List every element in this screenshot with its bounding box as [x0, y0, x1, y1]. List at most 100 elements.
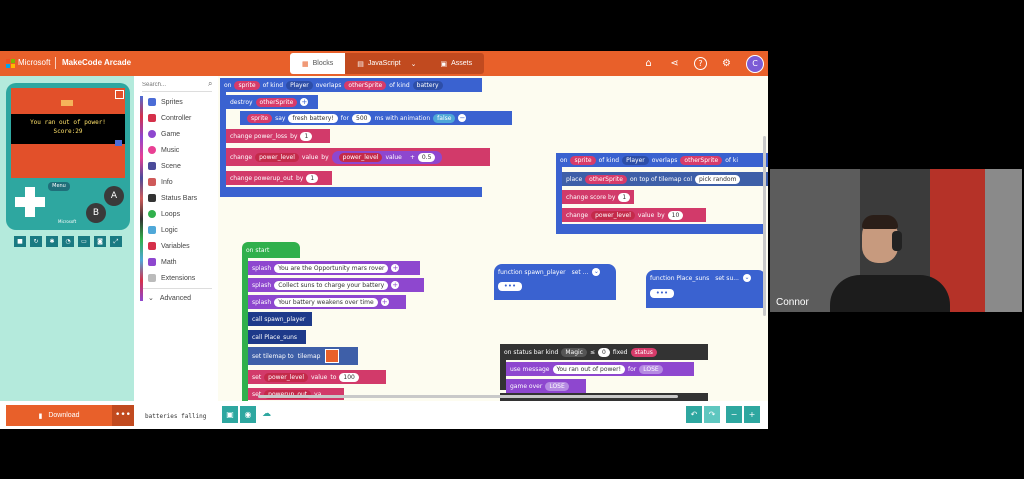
folder-icon: ▣: [440, 60, 448, 68]
game-console: You ran out of power! Score:29 Menu A B …: [6, 83, 130, 230]
avatar[interactable]: C: [746, 55, 764, 73]
on-overlap-block-2[interactable]: on sprite of kind Player overlaps otherS…: [556, 153, 768, 167]
a-button[interactable]: A: [104, 186, 124, 206]
project-name-input[interactable]: [145, 410, 217, 422]
add-icon[interactable]: +: [380, 298, 389, 306]
say-block[interactable]: sprite say fresh battery! for 500 ms wit…: [240, 111, 512, 125]
zoom-in-icon[interactable]: +: [744, 406, 760, 423]
footer-bar: ▮ Download ••• ▣ ◉ ☁ ↶ ↷ − +: [0, 401, 768, 429]
restart-icon[interactable]: ↻: [30, 236, 42, 247]
change-power-level-block-2[interactable]: change power_level value by 10: [562, 208, 706, 222]
screenshot-icon[interactable]: ◙: [94, 236, 106, 247]
splash-block-3[interactable]: splash Your battery weakens over time +: [248, 295, 406, 309]
blocks-icon: ▦: [302, 60, 309, 68]
gear-icon[interactable]: ⚙: [722, 58, 731, 69]
slowmo-icon[interactable]: ◔: [62, 236, 74, 247]
home-icon[interactable]: ⌂: [645, 58, 652, 69]
function-place-suns-block[interactable]: function Place_suns set su... ⌄: [646, 270, 766, 286]
vertical-scrollbar[interactable]: [763, 136, 766, 316]
menu-button[interactable]: Menu: [48, 182, 70, 191]
destroy-block[interactable]: destroy otherSprite +: [226, 95, 318, 109]
splash-block-2[interactable]: splash Collect suns to charge your batte…: [248, 278, 424, 292]
function-spawn-player-block[interactable]: function spawn_player set ... ⌄: [494, 264, 616, 280]
change-power-loss-block[interactable]: change power_loss by 1: [226, 129, 330, 143]
add-icon[interactable]: +: [391, 264, 400, 272]
set-tilemap-block[interactable]: set tilemap to tilemap: [248, 347, 358, 365]
on-overlap-battery-block[interactable]: on sprite of kind Player overlaps otherS…: [220, 78, 482, 92]
mini-icon: [115, 140, 122, 146]
place-on-tilemap-block[interactable]: place otherSprite on top of tilemap col …: [562, 172, 768, 186]
chevron-down-icon: ⌄: [410, 60, 417, 68]
ellipsis-icon[interactable]: •••: [498, 282, 522, 291]
stop-icon[interactable]: ■: [14, 236, 26, 247]
participant-name: Connor: [776, 297, 809, 308]
category-logic[interactable]: Logic: [148, 226, 178, 234]
help-icon[interactable]: ?: [694, 57, 707, 70]
fullscreen-icon[interactable]: [115, 90, 124, 99]
editor-tabs: ▦Blocks ▤JavaScript⌄ ▣Assets: [290, 53, 485, 74]
cloud-icon[interactable]: ☁: [262, 409, 271, 419]
tilemap-thumbnail-icon[interactable]: [325, 349, 340, 363]
set-powerup-out-block[interactable]: set powerup_out va: [248, 388, 344, 400]
expand-icon[interactable]: ⌄: [742, 274, 751, 282]
share-icon[interactable]: ⋖: [670, 58, 679, 69]
redo-icon[interactable]: ↷: [704, 406, 720, 423]
category-scene[interactable]: Scene: [148, 162, 181, 170]
category-math[interactable]: Math: [148, 258, 177, 266]
use-message-block[interactable]: use message You ran out of power! for LO…: [506, 362, 694, 376]
search-input[interactable]: [142, 79, 212, 92]
gamepad-icon[interactable]: ▭: [78, 236, 90, 247]
category-variables[interactable]: Variables: [148, 242, 190, 250]
tab-assets[interactable]: ▣Assets: [428, 53, 485, 74]
set-power-level-block[interactable]: set power_level value to 100: [248, 370, 386, 384]
download-icon: ▮: [38, 412, 43, 420]
category-info[interactable]: Info: [148, 178, 173, 186]
ellipsis-icon[interactable]: •••: [650, 289, 674, 298]
webcam-feed: [770, 169, 1022, 312]
undo-icon[interactable]: ↶: [686, 406, 702, 423]
save-icon[interactable]: ▣: [222, 406, 238, 423]
horizontal-scrollbar[interactable]: [258, 395, 678, 398]
category-advanced[interactable]: ⌄Advanced: [148, 294, 192, 303]
category-status-bars[interactable]: Status Bars: [148, 194, 197, 202]
call-place-suns-block[interactable]: call Place_suns: [248, 330, 306, 344]
category-music[interactable]: Music: [148, 146, 179, 154]
microsoft-logo-icon: [6, 59, 15, 68]
tab-blocks[interactable]: ▦Blocks: [290, 53, 346, 74]
dpad-horizontal[interactable]: [15, 197, 45, 207]
on-start-block[interactable]: on start: [242, 242, 300, 258]
game-screen[interactable]: You ran out of power! Score:29: [11, 88, 125, 178]
person-body: [830, 275, 950, 312]
debug-icon[interactable]: ✱: [46, 236, 58, 247]
github-icon[interactable]: ◉: [240, 406, 256, 423]
tab-javascript[interactable]: ▤JavaScript⌄: [345, 53, 429, 74]
expand-icon[interactable]: ⌄: [592, 268, 601, 276]
remove-icon[interactable]: −: [458, 114, 467, 122]
b-button[interactable]: B: [86, 203, 106, 223]
blocks-workspace[interactable]: on sprite of kind Player overlaps otherS…: [218, 76, 768, 401]
change-powerup-out-block[interactable]: change powerup_out by 1: [226, 171, 332, 185]
fullscreen-toggle-icon[interactable]: ⤢: [110, 236, 122, 247]
zoom-out-icon[interactable]: −: [726, 406, 742, 423]
game-over-block[interactable]: game over LOSE: [506, 379, 586, 393]
add-icon[interactable]: +: [300, 98, 309, 106]
category-sprites[interactable]: Sprites: [148, 98, 183, 106]
download-button[interactable]: ▮ Download: [6, 405, 112, 426]
splash-block-1[interactable]: splash You are the Opportunity mars rove…: [248, 261, 420, 275]
brand-microsoft: Microsoft: [18, 58, 51, 67]
category-loops[interactable]: Loops: [148, 210, 180, 218]
headphones-icon: [892, 231, 902, 251]
add-icon[interactable]: +: [391, 281, 400, 289]
category-game[interactable]: Game: [148, 130, 180, 138]
on-status-bar-block[interactable]: on status bar kind Magic ≤ 0 fixed statu…: [500, 344, 708, 360]
change-score-block[interactable]: change score by 1: [562, 190, 634, 204]
console-logo: Microsoft: [58, 219, 77, 224]
search-icon[interactable]: ⌕: [208, 79, 213, 88]
download-more-button[interactable]: •••: [112, 405, 134, 426]
category-extensions[interactable]: Extensions: [148, 274, 195, 282]
change-power-level-block[interactable]: change power_level value by power_level …: [226, 148, 490, 166]
call-spawn-player-block[interactable]: call spawn_player: [248, 312, 312, 326]
category-controller[interactable]: Controller: [148, 114, 191, 122]
brand-product[interactable]: MakeCode Arcade: [62, 58, 132, 67]
chevron-down-icon: ⌄: [148, 295, 154, 302]
